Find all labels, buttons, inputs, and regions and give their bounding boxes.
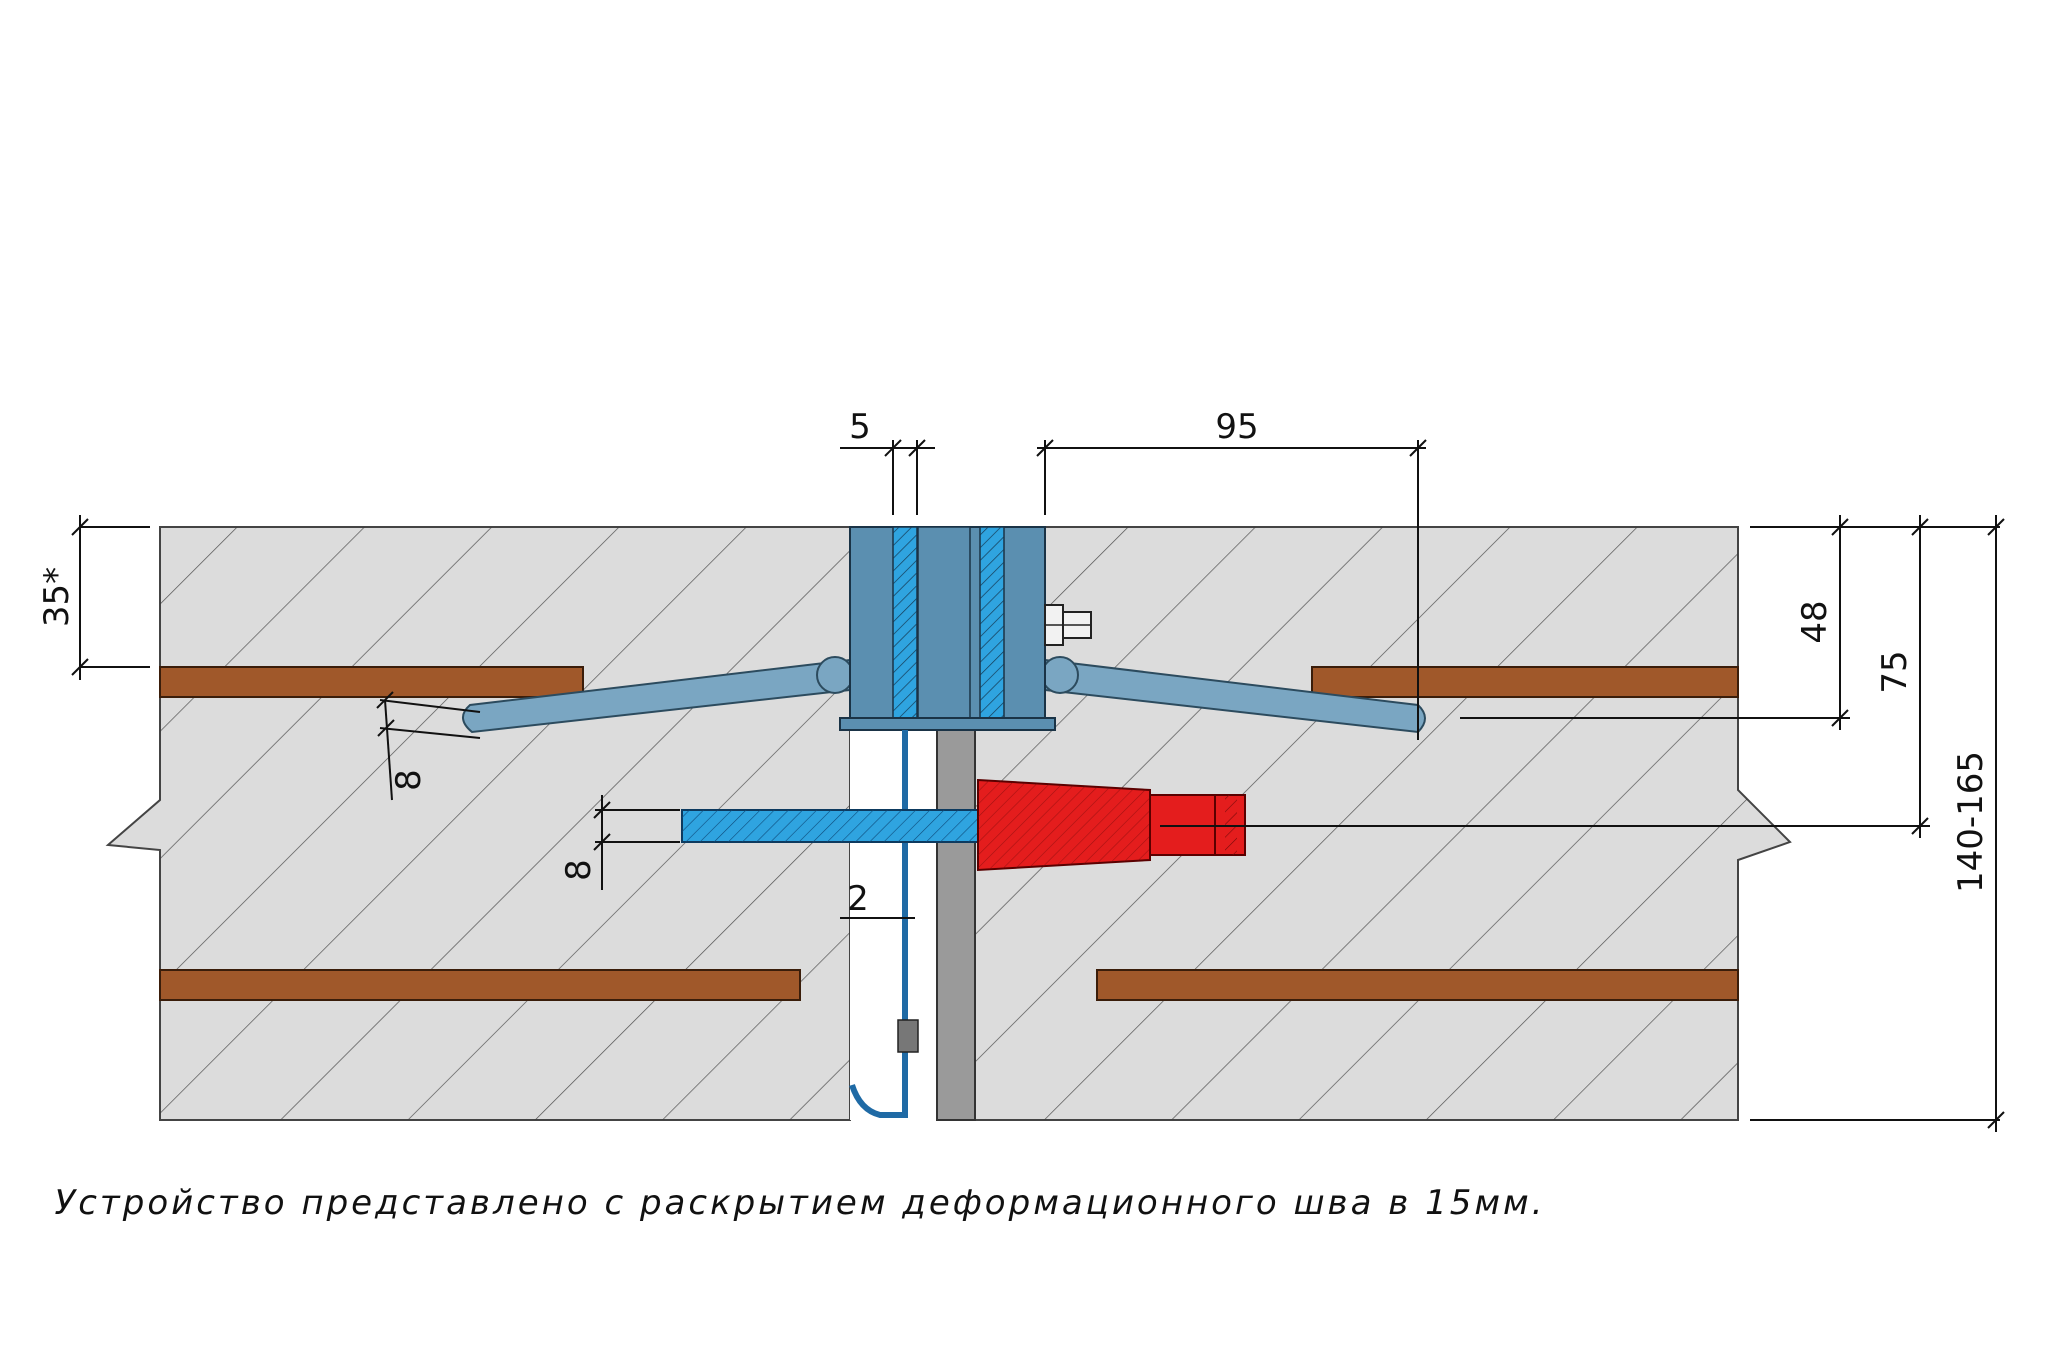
- plastic-dowel: [977, 778, 1246, 872]
- joint-filler: [936, 726, 976, 1121]
- nut-icon: [1044, 604, 1092, 646]
- drawing-caption: Устройство представлено с раскрытием деф…: [54, 1183, 1546, 1223]
- dimension-lines: [71, 439, 2005, 1132]
- dim-anchor-depth-label: 48: [1795, 600, 1835, 643]
- dim-top-cover-label: 35*: [37, 567, 77, 627]
- dim-sheet-thickness-label: 2: [847, 879, 869, 919]
- dim-anchor-length-label: 95: [1215, 407, 1258, 447]
- hook-sheet: [849, 730, 919, 1118]
- rebar: [159, 666, 1739, 1001]
- steel-profile: [839, 526, 1056, 731]
- dim-gap-label: 5: [849, 407, 871, 447]
- dim-bolt-depth-label: 75: [1875, 650, 1915, 693]
- left-anchor-bar: [462, 656, 854, 734]
- dim-slab-thickness-label: 140-165: [1951, 751, 1991, 893]
- dim-bolt-diameter-label: 8: [559, 859, 599, 881]
- dim-anchor-diameter-label: 8: [389, 769, 429, 791]
